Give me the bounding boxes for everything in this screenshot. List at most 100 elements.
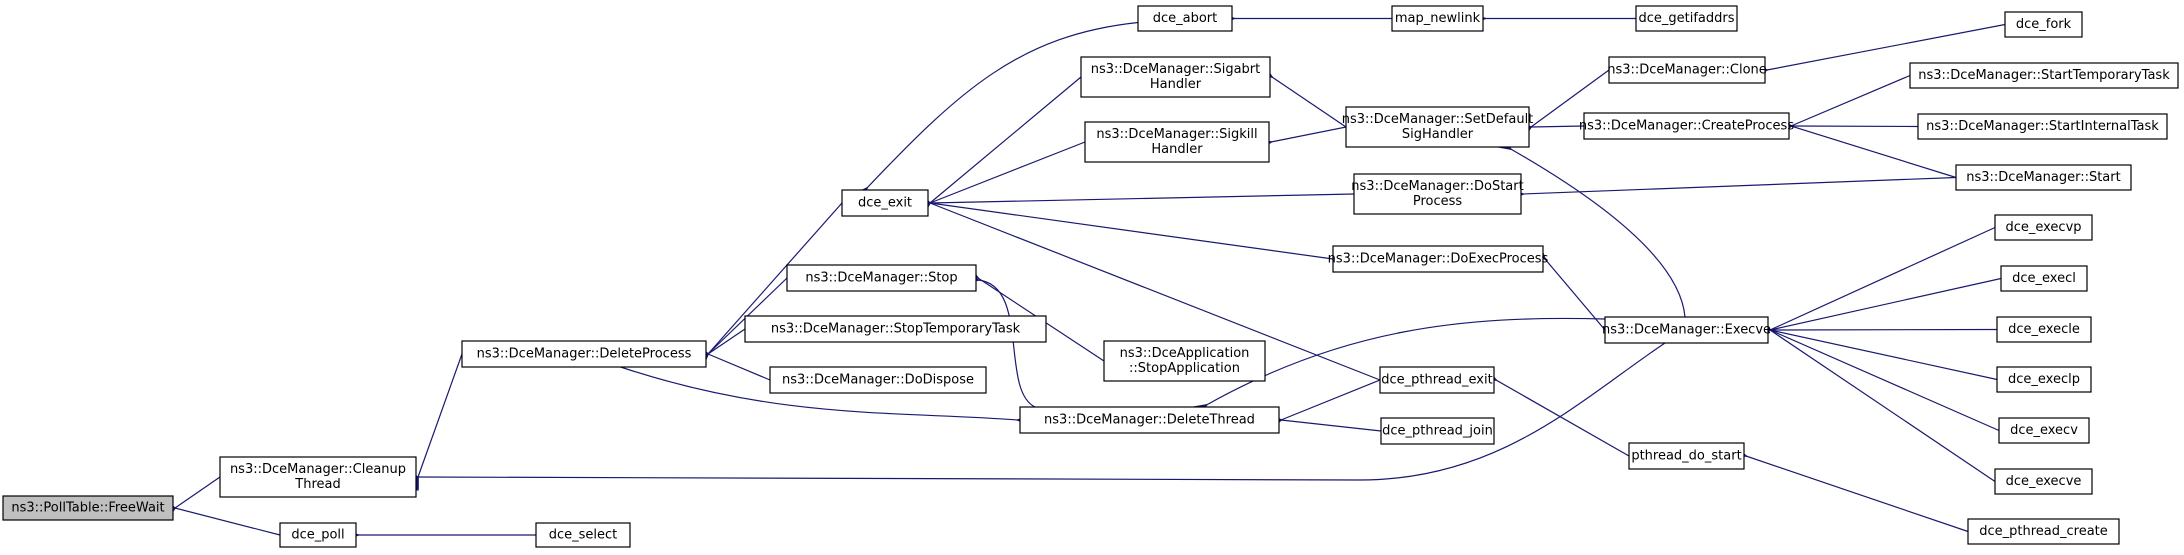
node-label: dce_abort xyxy=(1153,11,1218,26)
node-label: Handler xyxy=(1151,142,1203,157)
node-box xyxy=(1080,56,1271,98)
node-stopapplication[interactable]: ns3::DceApplication::StopApplication xyxy=(1103,340,1266,382)
node-box xyxy=(2004,11,2083,38)
node-box xyxy=(786,264,977,292)
node-box xyxy=(1998,417,2090,444)
node-label: ns3::DceManager::Sigabrt xyxy=(1091,62,1261,77)
node-dce_execlp[interactable]: dce_execlp xyxy=(1996,366,2092,393)
node-label: ns3::DceManager::StartTemporaryTask xyxy=(1918,68,2170,83)
node-box xyxy=(279,522,357,548)
node-label: ns3::DceManager::StopTemporaryTask xyxy=(771,322,1021,337)
node-label: dce_exit xyxy=(858,196,912,211)
node-box xyxy=(1084,121,1270,163)
node-pthread_do_start[interactable]: pthread_do_start xyxy=(1628,442,1745,470)
node-label: dce_execl xyxy=(2012,271,2076,286)
edge-createprocess-to-setdefaultsighandler xyxy=(1531,126,1585,127)
node-freewait[interactable]: ns3::PollTable::FreeWait xyxy=(2,495,174,521)
edge-dce_poll-to-freewait xyxy=(175,508,281,536)
edge-dce_fork-to-clone xyxy=(1767,23,2006,71)
node-dce_fork[interactable]: dce_fork xyxy=(2004,11,2083,38)
node-label: ns3::DceManager::DoDispose xyxy=(782,373,974,388)
node-dce_execve[interactable]: dce_execve xyxy=(1994,468,2093,495)
node-box xyxy=(1994,214,2093,241)
node-label: ns3::DceManager::DeleteThread xyxy=(1044,413,1255,428)
node-label: Handler xyxy=(1150,77,1202,92)
node-box xyxy=(461,340,707,368)
node-box xyxy=(535,522,631,548)
node-box xyxy=(1967,518,2120,545)
node-box xyxy=(1353,173,1522,215)
edge-deleteprocess-to-deletethread xyxy=(620,366,1018,420)
node-label: dce_pthread_join xyxy=(1382,424,1493,439)
node-stop[interactable]: ns3::DceManager::Stop xyxy=(786,264,977,292)
edge-dce_execve-to-execve xyxy=(1770,330,1996,482)
node-dce_getifaddrs[interactable]: dce_getifaddrs xyxy=(1635,5,1738,32)
node-dce_execl[interactable]: dce_execl xyxy=(2000,265,2088,292)
node-dodispose[interactable]: ns3::DceManager::DoDispose xyxy=(769,366,987,394)
node-box xyxy=(1019,406,1280,434)
node-box xyxy=(1996,316,2092,343)
edge-dce_pthread_join-to-deletethread xyxy=(1281,420,1382,432)
node-box xyxy=(1604,316,1769,344)
node-startinternaltask[interactable]: ns3::DceManager::StartInternalTask xyxy=(1917,113,2168,140)
node-start[interactable]: ns3::DceManager::Start xyxy=(1955,164,2132,191)
node-map_newlink[interactable]: map_newlink xyxy=(1391,5,1484,32)
node-label: dce_execv xyxy=(2010,423,2078,438)
edge-dce_execv-to-execve xyxy=(1770,330,2000,432)
node-label: dce_select xyxy=(549,528,618,543)
edge-dce_execvp-to-execve xyxy=(1770,226,1996,331)
node-box xyxy=(1909,62,2179,89)
edge-sigabrthandler-to-dce_exit xyxy=(930,76,1082,203)
edge-stoptemporarytask-to-deleteprocess xyxy=(708,328,746,354)
node-label: dce_execve xyxy=(2006,474,2082,489)
edge-dce_execlp-to-execve xyxy=(1770,330,1998,381)
node-label: ns3::DceManager::DoStart xyxy=(1351,179,1523,194)
node-label: SigHandler xyxy=(1402,127,1474,142)
node-label: dce_getifaddrs xyxy=(1638,11,1734,26)
node-dce_pthread_exit[interactable]: dce_pthread_exit xyxy=(1379,366,1495,394)
node-dce_execle[interactable]: dce_execle xyxy=(1996,316,2092,343)
node-box xyxy=(1635,5,1738,32)
node-label: dce_execle xyxy=(2008,322,2080,337)
edge-dce_pthread_exit-to-dce_exit xyxy=(930,203,1381,381)
node-box xyxy=(769,366,987,394)
edge-execve-to-cleanupthread xyxy=(418,342,1666,480)
node-dce_pthread_create[interactable]: dce_pthread_create xyxy=(1967,518,2120,545)
edge-setdefaultsighandler-to-sigabrthandler xyxy=(1272,77,1347,128)
node-execve[interactable]: ns3::DceManager::Execve xyxy=(1602,316,1771,344)
node-stoptemporarytask[interactable]: ns3::DceManager::StopTemporaryTask xyxy=(744,315,1047,343)
node-box xyxy=(1380,417,1495,445)
node-dce_execv[interactable]: dce_execv xyxy=(1998,417,2090,444)
node-label: dce_execlp xyxy=(2008,372,2080,387)
edge-dce_pthread_exit-to-deletethread xyxy=(1281,379,1381,420)
node-dce_execvp[interactable]: dce_execvp xyxy=(1994,214,2093,241)
node-dce_pthread_join[interactable]: dce_pthread_join xyxy=(1380,417,1495,445)
node-dce_select[interactable]: dce_select xyxy=(535,522,631,548)
node-createprocess[interactable]: ns3::DceManager::CreateProcess xyxy=(1579,112,1794,140)
node-doexecprocess[interactable]: ns3::DceManager::DoExecProcess xyxy=(1328,245,1549,273)
node-dce_poll[interactable]: dce_poll xyxy=(279,522,357,548)
edge-sigkillhandler-to-dce_exit xyxy=(930,141,1086,203)
edges-layer xyxy=(175,19,2006,536)
node-deletethread[interactable]: ns3::DceManager::DeleteThread xyxy=(1019,406,1280,434)
node-dce_abort[interactable]: dce_abort xyxy=(1137,5,1233,32)
node-dce_exit[interactable]: dce_exit xyxy=(841,189,929,217)
node-label: dce_execvp xyxy=(2005,220,2081,235)
edge-setdefaultsighandler-to-sigkillhandler xyxy=(1271,126,1347,142)
node-starttemporarytask[interactable]: ns3::DceManager::StartTemporaryTask xyxy=(1909,62,2179,89)
node-label: Thread xyxy=(294,477,340,492)
node-deleteprocess[interactable]: ns3::DceManager::DeleteProcess xyxy=(461,340,707,368)
node-label: ns3::DceManager::DoExecProcess xyxy=(1328,252,1549,267)
node-label: dce_pthread_exit xyxy=(1381,373,1492,388)
node-box xyxy=(1955,164,2132,191)
node-label: ns3::DceManager::StartInternalTask xyxy=(1926,119,2159,134)
node-label: dce_pthread_create xyxy=(1979,524,2108,539)
node-box xyxy=(1379,366,1495,394)
node-clone[interactable]: ns3::DceManager::Clone xyxy=(1607,56,1767,84)
node-box xyxy=(1391,5,1484,32)
